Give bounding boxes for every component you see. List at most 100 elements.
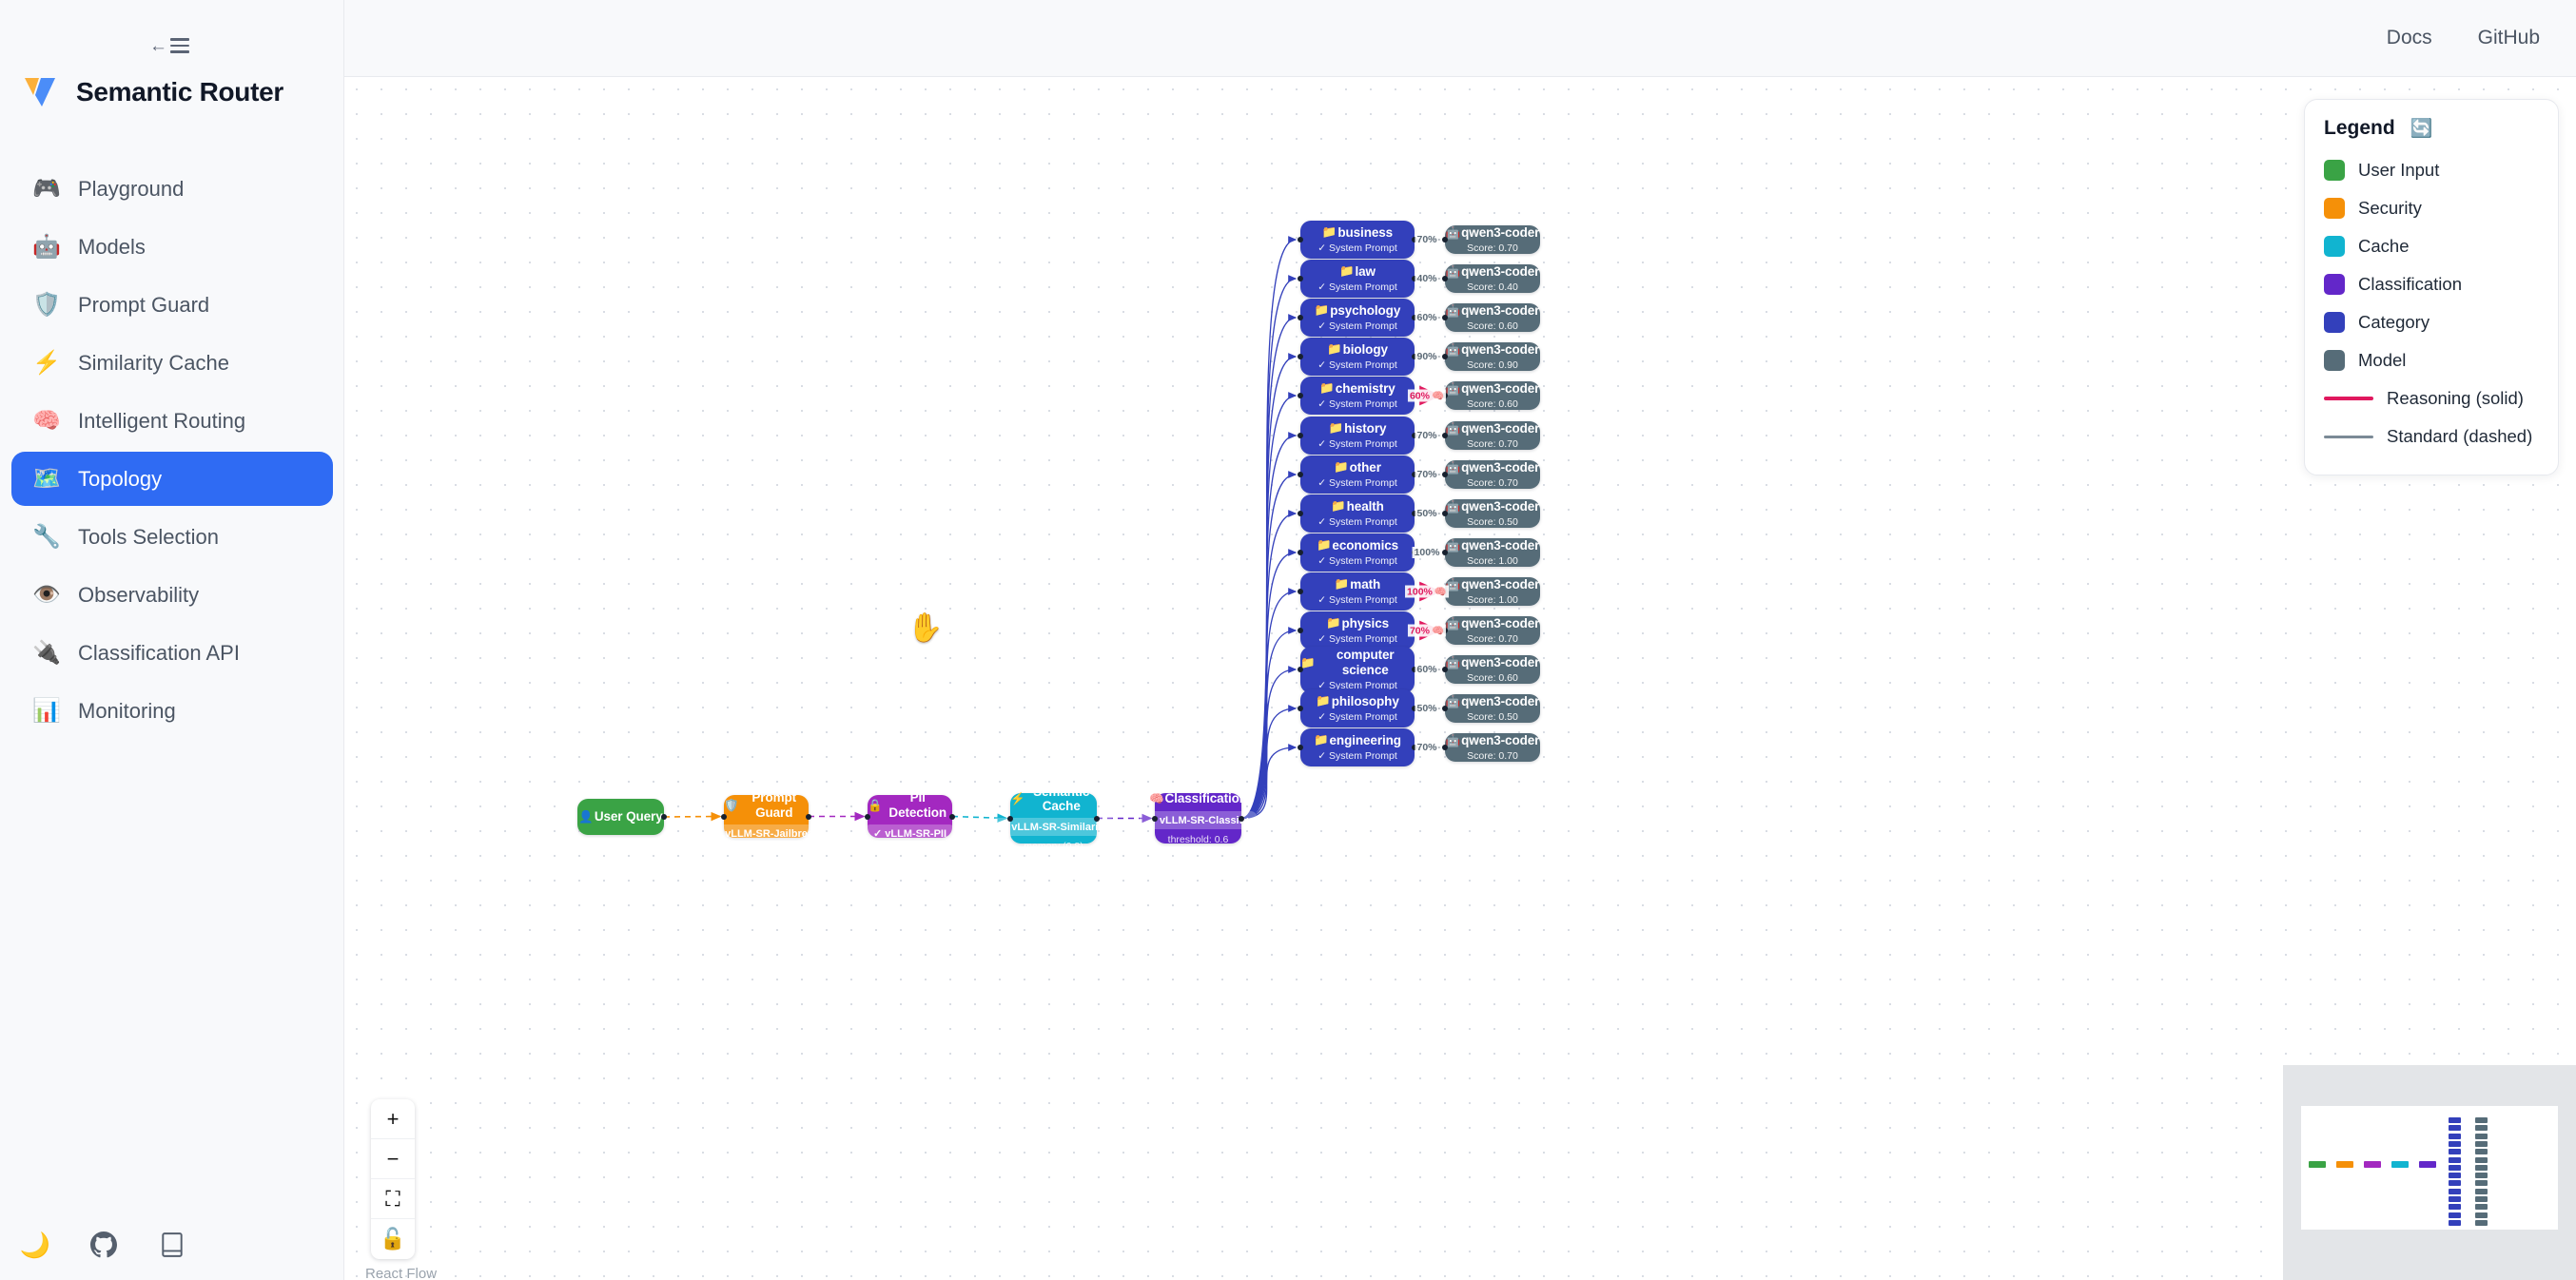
category-node-health[interactable]: 📁health✓ System Prompt xyxy=(1298,495,1417,533)
node-handle-left[interactable] xyxy=(1442,706,1448,711)
node-handle-left[interactable] xyxy=(1298,706,1303,711)
category-node-computer-science[interactable]: 📁computer science✓ System Prompt xyxy=(1298,646,1417,693)
node-handle-right[interactable] xyxy=(1412,354,1417,359)
node-handle-left[interactable] xyxy=(1442,237,1448,242)
node-handle-right[interactable] xyxy=(806,813,811,820)
node-handle-left[interactable] xyxy=(1442,315,1448,320)
dark-mode-toggle-icon[interactable]: 🌙 xyxy=(19,1230,51,1259)
category-node-economics[interactable]: 📁economics✓ System Prompt xyxy=(1298,533,1417,572)
category-node-psychology[interactable]: 📁psychology✓ System Prompt xyxy=(1298,299,1417,337)
node-handle-left[interactable] xyxy=(1152,815,1158,822)
zoom-out-button[interactable]: − xyxy=(371,1139,415,1179)
node-handle-right[interactable] xyxy=(1412,667,1417,672)
node-handle-left[interactable] xyxy=(1442,276,1448,281)
sidebar-item-models[interactable]: 🤖Models xyxy=(11,220,333,274)
category-node-business[interactable]: 📁business✓ System Prompt xyxy=(1298,221,1417,259)
category-node-chemistry[interactable]: 📁chemistry✓ System Prompt xyxy=(1298,377,1417,415)
node-handle-left[interactable] xyxy=(1298,745,1303,750)
zoom-in-button[interactable]: + xyxy=(371,1099,415,1139)
category-node-other[interactable]: 📁other✓ System Prompt xyxy=(1298,456,1417,494)
sidebar-item-intelligent-routing[interactable]: 🧠Intelligent Routing xyxy=(11,394,333,448)
react-flow-attribution[interactable]: React Flow xyxy=(365,1266,438,1280)
collapse-sidebar-button[interactable]: ← xyxy=(145,29,194,63)
node-handle-right[interactable] xyxy=(1412,276,1417,281)
category-node-physics[interactable]: 📁physics✓ System Prompt xyxy=(1298,611,1417,650)
node-handle-left[interactable] xyxy=(1442,667,1448,672)
sidebar-item-prompt-guard[interactable]: 🛡️Prompt Guard xyxy=(11,278,333,332)
sidebar-item-monitoring[interactable]: 📊Monitoring xyxy=(11,684,333,738)
node-handle-left[interactable] xyxy=(1442,433,1448,438)
category-node-biology[interactable]: 📁biology✓ System Prompt xyxy=(1298,338,1417,376)
topbar-link-github[interactable]: GitHub xyxy=(2477,27,2540,48)
node-handle-left[interactable] xyxy=(1007,815,1013,822)
node-handle-left[interactable] xyxy=(1298,628,1303,633)
node-handle-right[interactable] xyxy=(1239,815,1244,822)
category-node-engineering[interactable]: 📁engineering✓ System Prompt xyxy=(1298,728,1417,766)
sidebar-item-tools-selection[interactable]: 🔧Tools Selection xyxy=(11,510,333,564)
category-node-philosophy[interactable]: 📁philosophy✓ System Prompt xyxy=(1298,689,1417,727)
node-handle-left[interactable] xyxy=(1298,472,1303,477)
node-handle-left[interactable] xyxy=(1442,550,1448,555)
node-handle-left[interactable] xyxy=(1298,433,1303,438)
node-handle-left[interactable] xyxy=(1442,472,1448,477)
node-handle-left[interactable] xyxy=(1298,667,1303,672)
flow-node-user-query[interactable]: 👤User Query xyxy=(577,799,667,835)
category-node-math[interactable]: 📁math✓ System Prompt xyxy=(1298,572,1417,611)
node-handle-left[interactable] xyxy=(1298,237,1303,242)
node-handle-right[interactable] xyxy=(1094,815,1100,822)
refresh-icon[interactable]: 🔄 xyxy=(2410,118,2433,139)
topbar-link-docs[interactable]: Docs xyxy=(2386,27,2432,48)
minimap[interactable] xyxy=(2283,1065,2576,1280)
node-handle-right[interactable] xyxy=(1412,745,1417,750)
node-handle-right[interactable] xyxy=(1412,237,1417,242)
node-handle-left[interactable] xyxy=(1442,511,1448,516)
category-node-law[interactable]: 📁law✓ System Prompt xyxy=(1298,260,1417,298)
sidebar-item-classification-api[interactable]: 🔌Classification API xyxy=(11,626,333,680)
flow-node-prompt-guard[interactable]: 🛡️Prompt Guard✓ vLLM-SR-Jailbreak xyxy=(704,790,829,843)
topology-canvas[interactable]: 👤User Query 🛡️Prompt Guard✓ vLLM-SR-Jailb… xyxy=(344,77,2576,1280)
node-handle-left[interactable] xyxy=(1298,589,1303,594)
node-handle-left[interactable] xyxy=(1298,550,1303,555)
node-handle-left[interactable] xyxy=(1298,315,1303,320)
node-handle-left[interactable] xyxy=(1442,745,1448,750)
node-handle-left[interactable] xyxy=(1298,393,1303,398)
node-handle-left[interactable] xyxy=(1298,276,1303,281)
node-handle-right[interactable] xyxy=(1412,511,1417,516)
node-handle-right[interactable] xyxy=(1412,433,1417,438)
node-handle-left[interactable] xyxy=(1298,511,1303,516)
node-handle-right[interactable] xyxy=(1412,472,1417,477)
node-handle-right[interactable] xyxy=(949,813,955,820)
node-handle-left[interactable] xyxy=(1298,354,1303,359)
sidebar-item-playground[interactable]: 🎮Playground xyxy=(11,162,333,216)
flow-node-pii-detection[interactable]: 🔒PII Detection✓ vLLM-SR-PII xyxy=(864,790,956,843)
category-node-history[interactable]: 📁history✓ System Prompt xyxy=(1298,417,1417,455)
node-handle-left[interactable] xyxy=(1442,354,1448,359)
lock-toggle-button[interactable]: 🔓 xyxy=(380,1227,406,1251)
node-handle-right[interactable] xyxy=(661,814,667,820)
fit-view-button[interactable]: ⛶ xyxy=(371,1179,415,1219)
sidebar-item-observability[interactable]: 👁️Observability xyxy=(11,568,333,622)
sidebar-item-topology[interactable]: 🗺️Topology xyxy=(11,452,333,506)
node-handle-right[interactable] xyxy=(1412,315,1417,320)
node-handle-left[interactable] xyxy=(865,813,870,820)
docs-book-icon[interactable] xyxy=(158,1231,186,1259)
node-handle-left[interactable] xyxy=(721,813,727,820)
sidebar-item-similarity-cache[interactable]: ⚡Similarity Cache xyxy=(11,336,333,390)
node-handle-right[interactable] xyxy=(1412,706,1417,711)
github-icon[interactable] xyxy=(89,1231,118,1259)
